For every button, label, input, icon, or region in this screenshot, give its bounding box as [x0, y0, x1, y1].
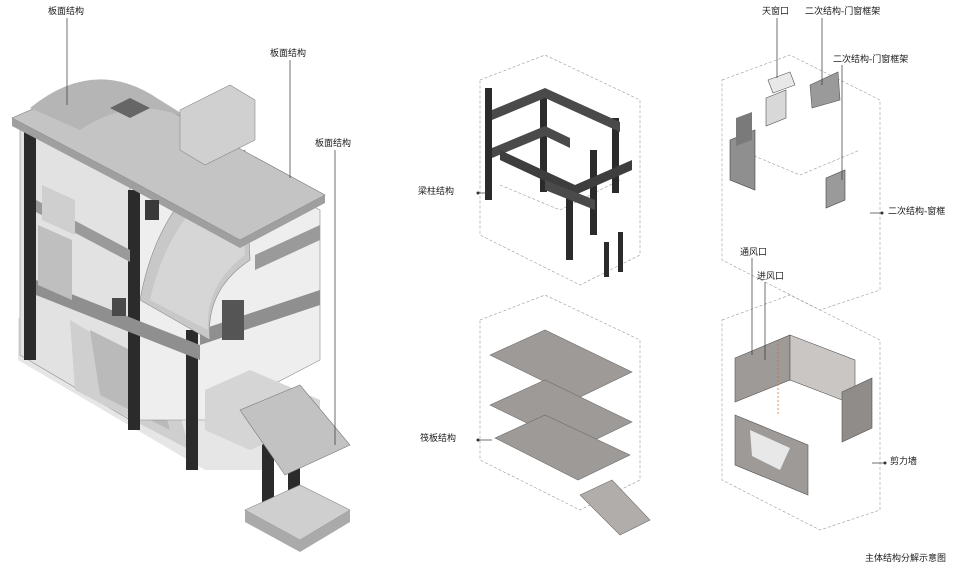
label-door-frame-1: 二次结构-门窗框架: [805, 7, 881, 17]
wall-panel-1: [42, 185, 75, 235]
hanging-slab: [239, 384, 351, 476]
label-slab-1: 板面结构: [48, 7, 85, 17]
base-platform-edge: [245, 510, 350, 552]
column-3: [186, 330, 198, 470]
label-door-frame-2: 二次结构-门窗框架: [833, 55, 909, 65]
column-1: [24, 130, 36, 360]
window-1: [145, 200, 159, 220]
label-beam-column: 梁柱结构: [418, 187, 455, 197]
window-2: [112, 298, 126, 316]
label-skylight: 天窗口: [762, 7, 790, 17]
column-2: [128, 190, 140, 430]
base-platform: [244, 484, 351, 541]
beam-column-drawing: [479, 54, 641, 286]
label-slab-2: 板面结构: [270, 49, 307, 59]
beam-1: [36, 280, 200, 360]
barrel-roof: [30, 79, 200, 130]
label-vent-2: 进风口: [757, 272, 785, 282]
label-window-frame: 二次结构-窗框: [888, 207, 946, 217]
roof-skylight: [110, 98, 150, 118]
floor-slab-drawing: [479, 294, 651, 536]
window-3: [222, 300, 244, 340]
secondary-structure-drawing: [721, 54, 881, 311]
diagram-caption: 主体结构分解示意图: [864, 554, 946, 564]
wall-panel-2: [38, 225, 72, 300]
roof-box: [179, 84, 256, 166]
label-vent-1: 通风口: [740, 248, 768, 258]
beam-4: [255, 225, 320, 270]
shear-wall-drawing: [721, 294, 881, 531]
label-floor-slab: 筏板结构: [420, 434, 457, 444]
label-shear-wall: 剪力墙: [890, 457, 918, 467]
label-slab-3: 板面结构: [315, 139, 352, 149]
